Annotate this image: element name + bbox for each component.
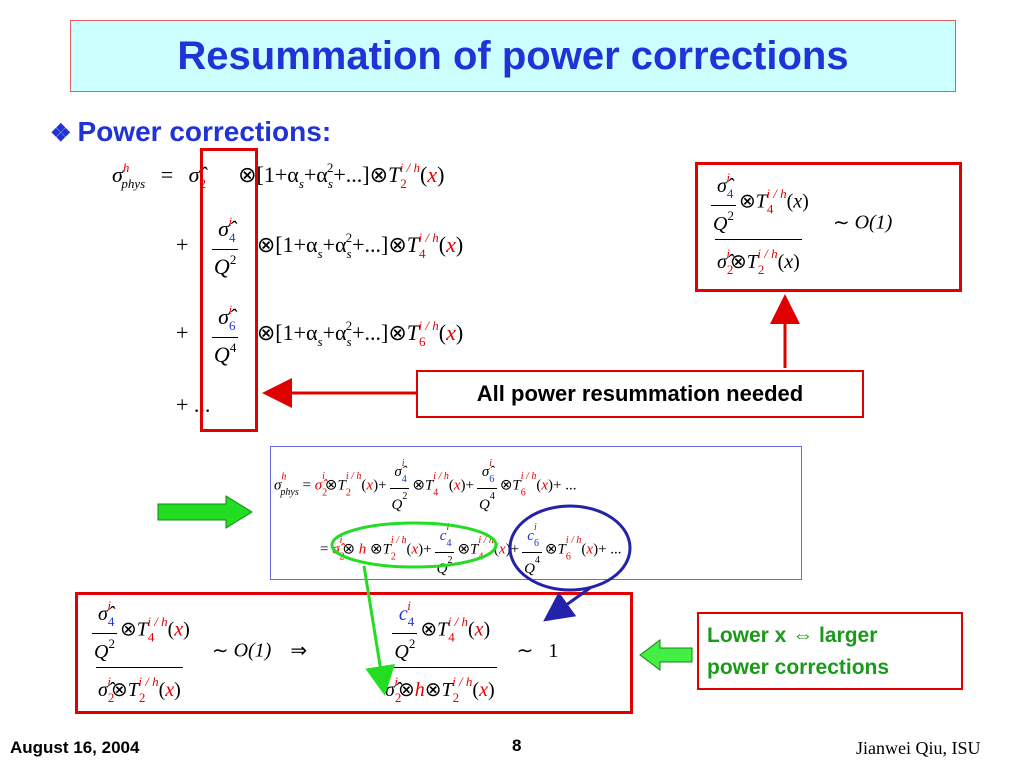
equation-line-1: σhphys = σ̂2i ⊗[1+αs+αs2+...]⊗T2i / h(x)	[112, 160, 445, 191]
ratio-box-bottom	[75, 592, 633, 714]
green-block-arrow-icon	[157, 495, 253, 529]
equation-line-4: + ...	[176, 392, 211, 417]
slide-title: Resummation of power corrections	[177, 33, 849, 78]
green-ellipse-h	[330, 521, 498, 569]
title-box	[70, 20, 956, 92]
bullet-text: Power corrections:	[77, 116, 332, 147]
ratio-box-top	[695, 162, 962, 292]
lower-x-label-line1: Lower x ⇔ larger	[707, 624, 878, 647]
navy-arrow-down	[543, 586, 591, 622]
resummation-label: All power resummation needed	[416, 370, 864, 418]
footer-author: Jianwei Qiu, ISU	[856, 738, 981, 758]
green-arrow-down	[362, 565, 395, 696]
diamond-bullet-icon: ❖	[50, 120, 72, 147]
equation-frame	[270, 446, 802, 580]
lower-x-label: Lower x ⇔ larger power corrections	[697, 612, 963, 690]
bullet-heading: ❖Power corrections:	[50, 116, 331, 148]
footer-date: August 16, 2004	[10, 738, 140, 757]
coefficient-highlight-box	[200, 148, 258, 432]
footer-page-number: 8	[512, 736, 522, 755]
green-small-arrow-icon	[639, 639, 693, 671]
lower-x-label-line2: power corrections	[707, 656, 890, 679]
navy-ellipse-c4	[508, 504, 632, 592]
